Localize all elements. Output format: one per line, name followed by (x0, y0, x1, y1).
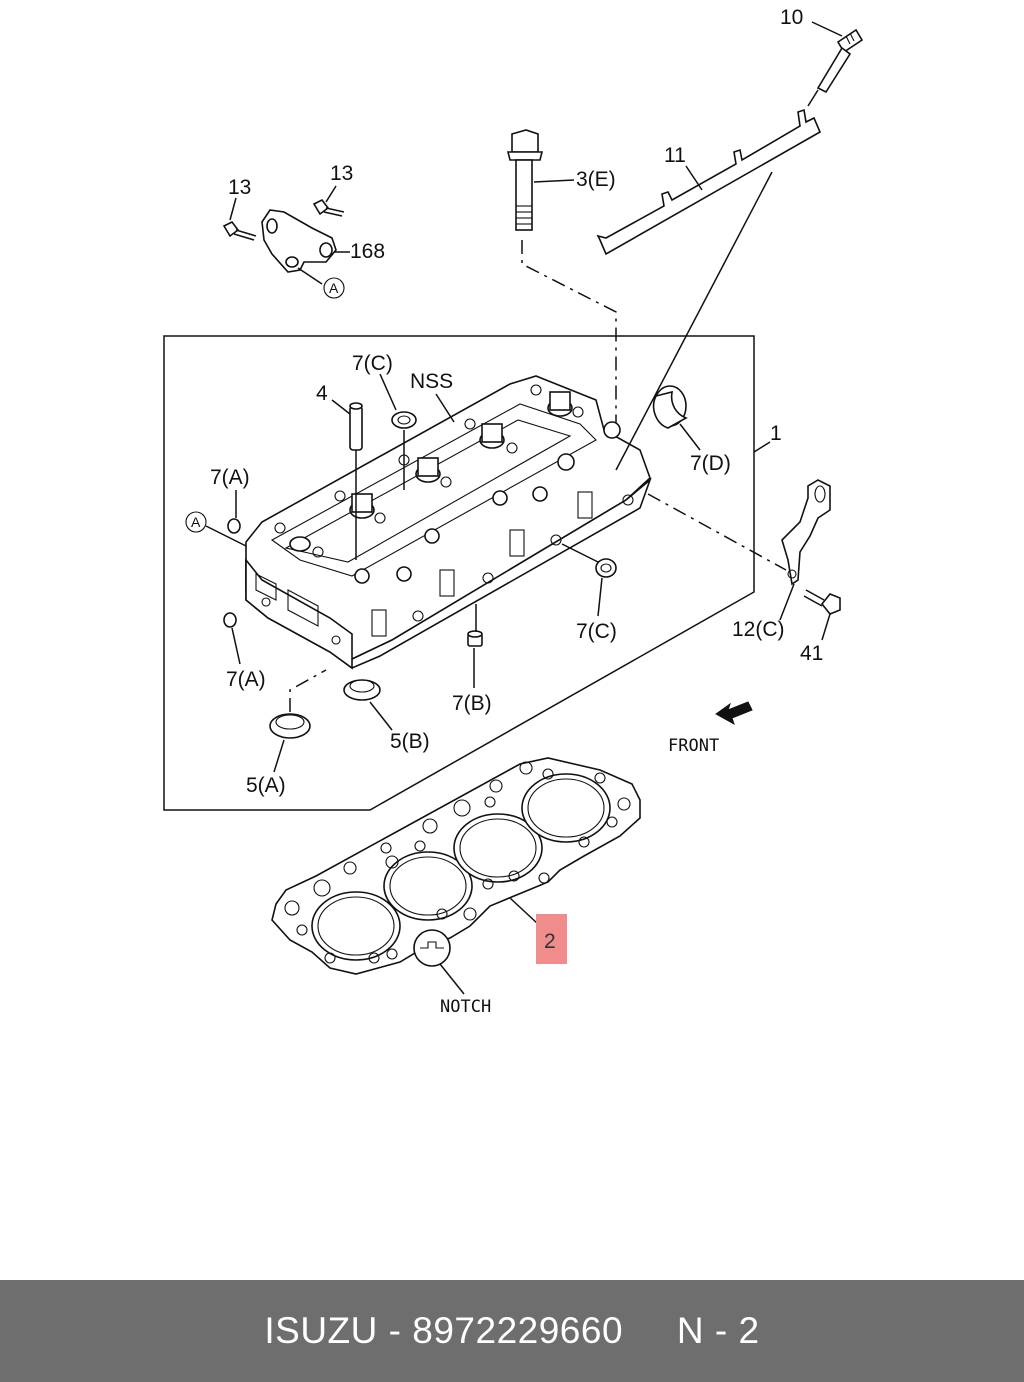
assembly-frame (163, 335, 755, 811)
label-168: 168 (350, 240, 385, 263)
label-7a-bottom: 7(A) (226, 668, 266, 691)
lifting-hook-part (781, 479, 831, 586)
label-13-right: 13 (330, 162, 353, 185)
label-front: FRONT (668, 736, 719, 756)
label-2: 2 (544, 930, 556, 953)
dowel-7a-bottom-part (223, 612, 237, 628)
bolt-41-part (803, 589, 841, 615)
seal-5b-part (343, 679, 381, 701)
label-41: 41 (800, 642, 823, 665)
label-1: 1 (770, 422, 782, 445)
cylinder-head-part (245, 375, 652, 670)
label-12c: 12(C) (732, 618, 785, 641)
label-7c-top: 7(C) (352, 352, 393, 375)
label-notch: NOTCH (440, 997, 491, 1017)
glow-plug-part (807, 28, 864, 107)
dowel-7a-top-part (227, 518, 241, 534)
label-3e: 3(E) (576, 168, 616, 191)
label-7d: 7(D) (690, 452, 731, 475)
seal-5a-part (269, 713, 311, 739)
valve-guide-part (349, 402, 363, 560)
dowel-7b-part (467, 630, 483, 647)
bolt-3e-part (506, 129, 544, 231)
label-5a: 5(A) (246, 774, 286, 797)
label-7a-top: 7(A) (210, 466, 250, 489)
label-nss: NSS (410, 370, 453, 393)
label-13-left: 13 (228, 176, 251, 199)
plug-7d-part (652, 385, 688, 429)
connector-bar-part (596, 108, 822, 256)
part-2-highlight (536, 914, 567, 964)
bracket-part (261, 209, 337, 273)
footer-bar: ISUZU - 8972229660 N - 2 (0, 1280, 1024, 1382)
bolt-13-right (312, 198, 345, 217)
bolt-13-left (222, 220, 257, 241)
parts-diagram: 10 11 3(E) 13 13 168 A (163, 6, 864, 1017)
label-11: 11 (664, 144, 686, 167)
circle-a-left: A (191, 514, 201, 530)
label-5b: 5(B) (390, 730, 430, 753)
front-arrow-icon (715, 701, 753, 726)
label-10: 10 (780, 6, 803, 29)
label-7c-mid: 7(C) (576, 620, 617, 643)
seal-7c-top-part (391, 411, 417, 490)
head-gasket-part (271, 757, 641, 975)
label-4: 4 (316, 382, 328, 405)
label-7b: 7(B) (452, 692, 492, 715)
seal-7c-mid-part (595, 558, 617, 578)
circle-a-top: A (329, 280, 339, 296)
footer-part-info: ISUZU - 8972229660 N - 2 (264, 1310, 760, 1351)
